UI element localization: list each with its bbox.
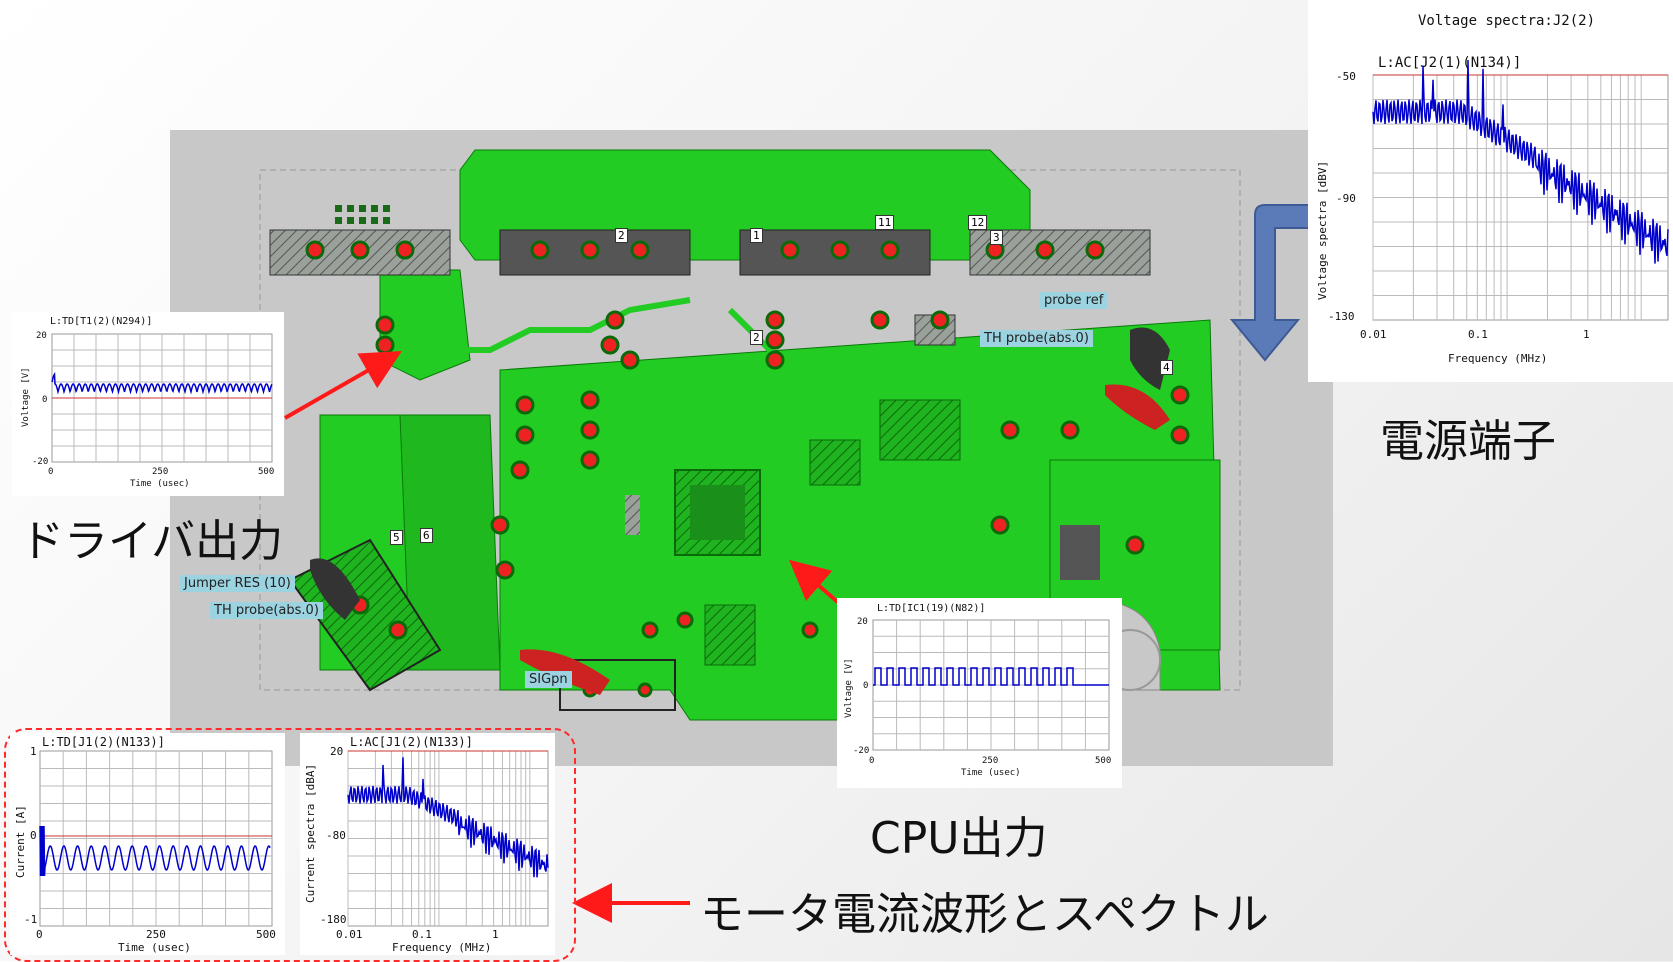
y-tick: 20 [330, 745, 343, 758]
y-axis-label: Voltage [V] [21, 367, 31, 427]
power-arrow [1229, 204, 1351, 362]
power-spectrum-plot: Voltage spectra:J2(2) L:AC[J2(1)(N134)] … [1308, 0, 1673, 382]
y-tick: -50 [1336, 70, 1356, 83]
x-tick: 1 [492, 928, 499, 941]
y-tick: -20 [853, 746, 869, 756]
x-tick: 0.01 [1360, 328, 1387, 341]
pcb-number-tag: 2 [615, 228, 628, 243]
y-tick: 20 [36, 331, 47, 341]
jumper-res-tag: Jumper RES (10) [180, 575, 295, 592]
cpu-output-plot: L:TD[IC1(19)(N82)] 20 0 -20 0 250 500 Ti… [837, 598, 1122, 788]
driver-output-label: ドライバ出力 [20, 516, 284, 567]
y-axis-label: Voltage [V] [844, 658, 854, 718]
x-axis-label: Time (usec) [118, 941, 191, 954]
pcb-number-tag: 1 [750, 228, 763, 243]
y-axis-label: Current spectra [dBA] [304, 764, 317, 903]
x-tick: 0.01 [336, 928, 363, 941]
motor-current-spectrum-plot: L:AC[J1(2)(N133)] 20 -80 -180 0.01 0.1 1… [300, 733, 555, 955]
x-tick: 500 [258, 467, 274, 477]
y-tick: 0 [42, 395, 47, 405]
y-tick: 1 [30, 745, 37, 758]
x-axis-label: Frequency (MHz) [1448, 352, 1547, 365]
x-tick: 1 [1583, 328, 1590, 341]
y-tick: -130 [1328, 310, 1355, 323]
th-probe-left-tag: TH probe(abs.0) [210, 602, 323, 619]
y-tick: 0 [863, 681, 868, 691]
power-spectrum-chart: -50 -90 -130 0.01 0.1 1 Frequency (MHz) … [1316, 59, 1669, 365]
y-axis-label: Current [A] [14, 805, 27, 878]
power-terminal-label: 電源端子 [1380, 416, 1556, 467]
plot-legend: L:AC[J1(2)(N133)] [350, 735, 473, 749]
y-tick: -1 [24, 913, 37, 926]
x-tick: 0.1 [412, 928, 432, 941]
x-tick: 0 [869, 756, 874, 766]
motor-current-label: モータ電流波形とスペクトル [700, 889, 1269, 940]
y-tick: -20 [32, 457, 48, 467]
x-tick: 0 [36, 928, 43, 941]
x-tick: 0 [48, 467, 53, 477]
driver-output-plot: L:TD[T1(2)(N294)] 20 0 -20 0 250 500 Tim… [12, 312, 284, 496]
x-tick: 500 [256, 928, 276, 941]
motor-current-time-plot: L:TD[J1(2)(N133)] 1 0 -1 0 250 500 Time … [10, 733, 285, 955]
pcb-number-tag: 4 [1160, 360, 1173, 375]
sigpn-tag: SIGpn [525, 671, 572, 688]
x-tick: 250 [146, 928, 166, 941]
x-tick: 250 [982, 756, 998, 766]
cpu-output-label: CPU出力 [870, 813, 1048, 864]
y-axis-label: Voltage spectra [dBV] [1316, 161, 1329, 300]
cpu-output-chart: 20 0 -20 0 250 500 Time (usec) Voltage [… [844, 617, 1111, 778]
plot-legend: L:TD[IC1(19)(N82)] [877, 603, 986, 614]
x-tick: 250 [152, 467, 168, 477]
pcb-number-tag: 12 [968, 215, 988, 230]
pcb-number-tag: 5 [390, 530, 403, 545]
plot-legend: L:TD[J1(2)(N133)] [42, 735, 165, 749]
plot-title: Voltage spectra:J2(2) [1418, 13, 1596, 29]
y-tick: 20 [857, 617, 868, 627]
x-axis-label: Frequency (MHz) [392, 941, 491, 954]
y-tick: 0 [30, 829, 37, 842]
probe-ref-tag: probe ref [1040, 292, 1108, 309]
plot-legend: L:TD[T1(2)(N294)] [50, 316, 153, 327]
pcb-number-tag: 6 [420, 528, 433, 543]
y-tick: -180 [320, 913, 347, 926]
x-axis-label: Time (usec) [961, 768, 1021, 778]
pcb-number-tag: 2 [750, 330, 763, 345]
pcb-number-tag: 3 [990, 230, 1003, 245]
motor-current-spectrum-chart: 20 -80 -180 0.01 0.1 1 Frequency (MHz) C… [304, 745, 549, 954]
x-tick: 0.1 [1468, 328, 1488, 341]
y-tick: -80 [326, 829, 346, 842]
y-tick: -90 [1336, 192, 1356, 205]
th-probe-right-tag: TH probe(abs.0) [980, 330, 1093, 347]
plot-legend: L:AC[J2(1)(N134)] [1378, 55, 1522, 71]
driver-output-chart: 20 0 -20 0 250 500 Time (usec) Voltage [… [21, 331, 274, 489]
pcb-number-tag: 11 [875, 215, 895, 230]
x-axis-label: Time (usec) [130, 479, 190, 489]
motor-current-time-chart: 1 0 -1 0 250 500 Time (usec) Current [A] [14, 745, 276, 954]
driver-arrow [284, 351, 402, 420]
x-tick: 500 [1095, 756, 1111, 766]
